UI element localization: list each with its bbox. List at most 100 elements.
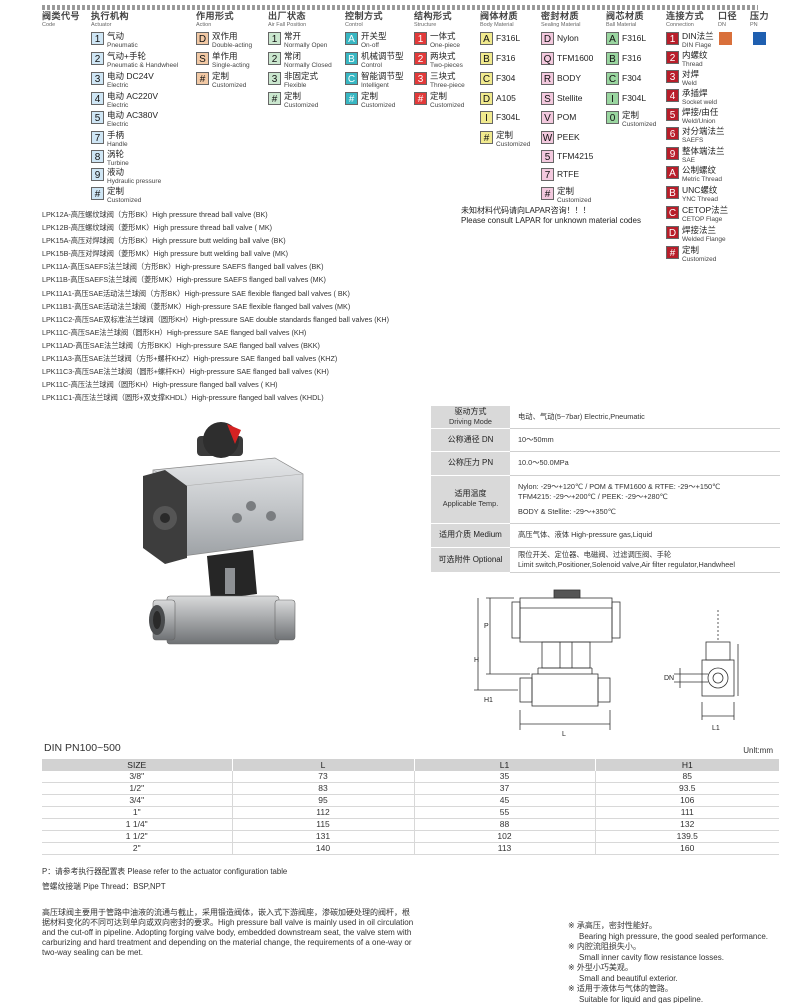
code-box: B [480, 52, 493, 65]
feature-title: ※ 适用于液体与气体的管路。 [568, 984, 673, 993]
code-box: 1 [91, 32, 104, 45]
code-box: 3 [414, 72, 427, 85]
cell: 1 1/4" [42, 818, 233, 832]
cell: 112 [232, 806, 415, 820]
model-item: LPK11A1-高压SAE活动法兰球阀（方形BK）High-pressure S… [42, 288, 350, 298]
code-box: W [541, 131, 554, 144]
cell: 1" [42, 806, 233, 820]
feature-detail: Bearing high pressure, the good sealed p… [579, 931, 769, 941]
cell: 45 [414, 794, 596, 808]
model-item: LPK11C-高压SAE法兰球阀（圆形KH）High-pressure SAE … [42, 327, 307, 337]
cell: 160 [595, 842, 779, 856]
model-item: LPK15B-高压对焊球阀（菱形MK）High pressure butt we… [42, 249, 289, 259]
cell: 132 [595, 818, 779, 832]
col-header-h1: H1 [595, 759, 779, 771]
code-box: C [606, 72, 619, 85]
spec-key: 公称通径 DN [431, 428, 510, 452]
code-box: 2 [666, 51, 679, 64]
feature-detail: Suitable for liquid and gas pipeline. [579, 994, 704, 1003]
model-item: LPK11A-高压SAEFS法兰球阀（方形BK）High-pressure SA… [42, 262, 324, 272]
code-box: A [480, 32, 493, 45]
dim-label-p: P [484, 623, 489, 630]
code-box: 1 [414, 32, 427, 45]
cell: 37 [414, 782, 596, 796]
code-box: Q [541, 52, 554, 65]
dn-swatch [719, 32, 732, 45]
code-box: C [480, 72, 493, 85]
code-box: 6 [666, 127, 679, 140]
model-item: LPK12A-高压螺纹球阀（方形BK）High pressure thread … [42, 210, 268, 219]
cell: 131 [232, 830, 415, 844]
code-box: C [345, 72, 358, 85]
cell: 85 [595, 771, 779, 784]
code-box: 2 [268, 52, 281, 65]
code-box: 0 [606, 111, 619, 124]
feature-detail: Small inner cavity flow resistance losse… [579, 952, 724, 962]
code-box: 2 [414, 52, 427, 65]
code-box: # [268, 92, 281, 105]
cell: 140 [232, 842, 415, 856]
cell: 139.5 [595, 830, 779, 844]
footnote-thread: 管螺纹接端 Pipe Thread：BSP,NPT [42, 882, 166, 891]
dim-label-l: L [562, 731, 566, 738]
size-table-title: DIN PN100~500 [44, 742, 121, 754]
cell: 93.5 [595, 782, 779, 796]
code-box: 8 [91, 150, 104, 163]
spec-key: 适用介质 Medium [431, 523, 510, 548]
cell: 106 [595, 794, 779, 808]
code-box: # [196, 72, 209, 85]
code-box: C [666, 206, 679, 219]
model-item: LPK11B-高压SAEFS法兰球阀（菱形MK）High-pressure SA… [42, 275, 326, 285]
code-box: 3 [91, 72, 104, 85]
dim-label-h1: H1 [484, 697, 493, 704]
code-box: 1 [666, 32, 679, 45]
cell: 83 [232, 782, 415, 796]
valve-product-image [143, 422, 304, 645]
col-header-size: SIZE [42, 759, 233, 771]
spec-key: 公称压力 PN [431, 451, 510, 476]
model-item: LPK11AD-高压SAE法兰球阀（方形BKK）High-pressure SA… [42, 340, 320, 350]
col-header-l: L [232, 759, 415, 771]
code-box: R [541, 72, 554, 85]
spec-value: 10.0～50.0MPa [510, 451, 780, 476]
cell: 55 [414, 806, 596, 820]
code-box: B [345, 52, 358, 65]
